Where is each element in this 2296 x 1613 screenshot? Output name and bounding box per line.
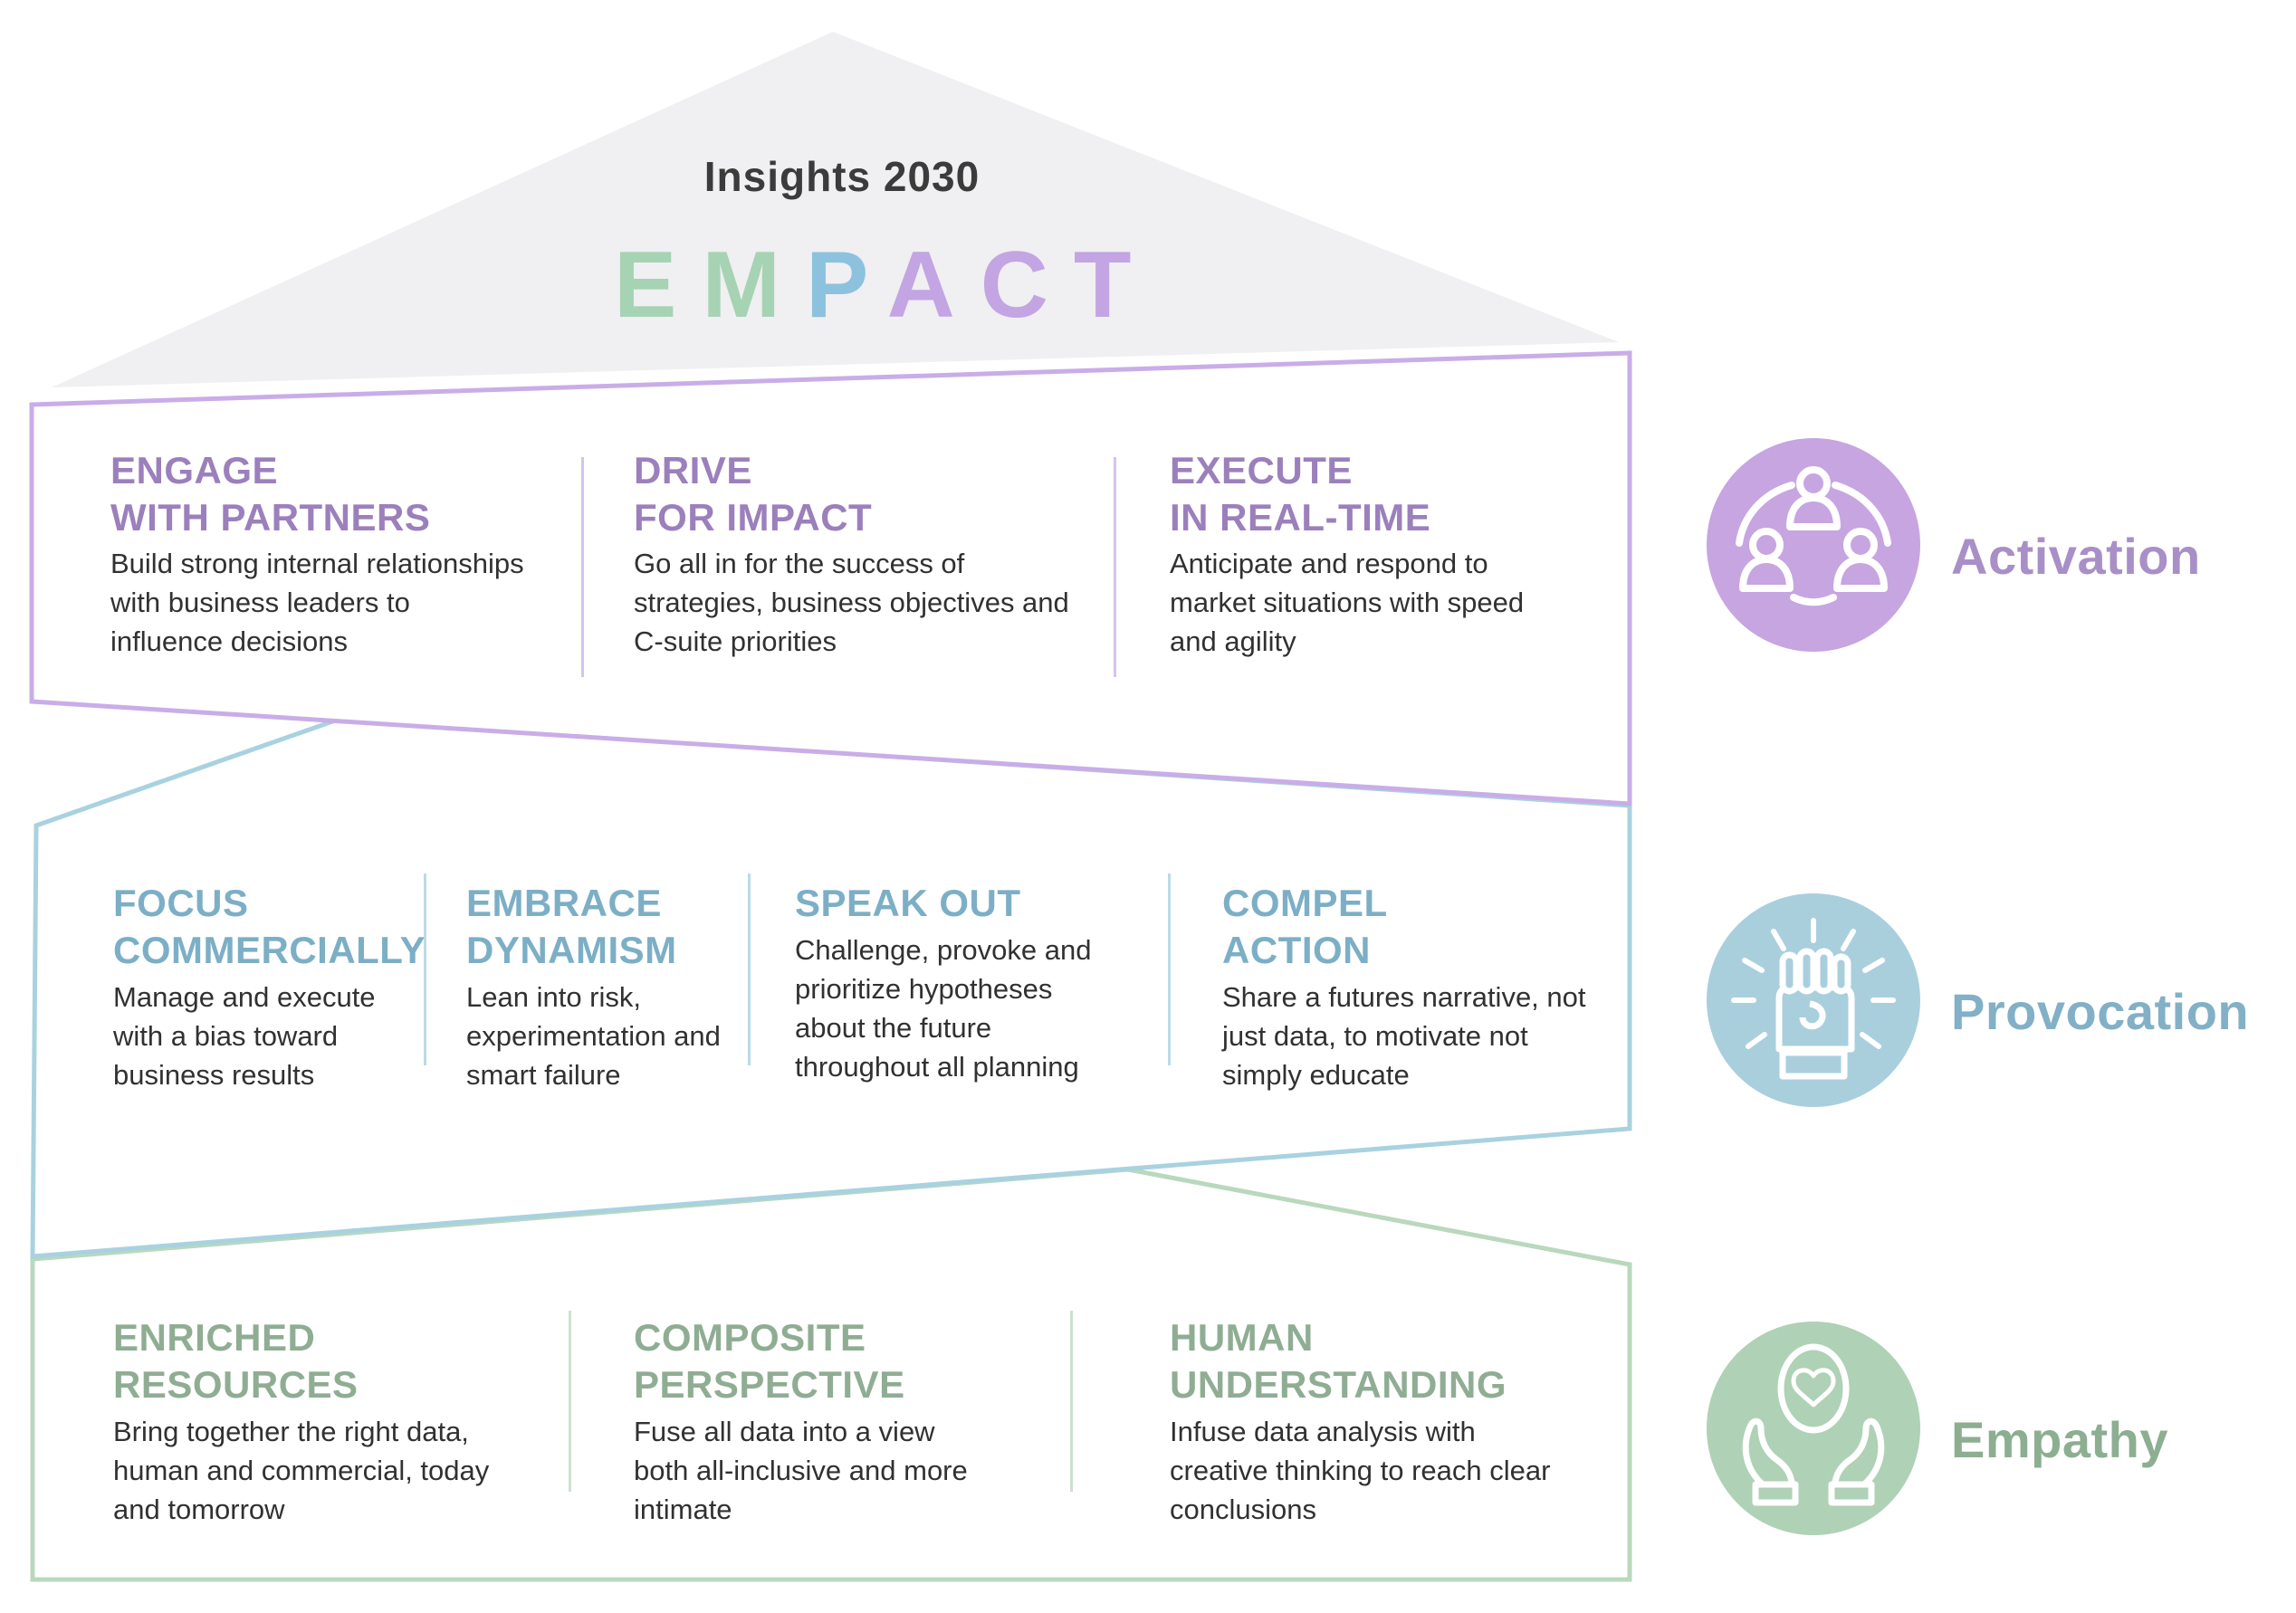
pillar-body: Go all in for the success of strategies,…	[634, 548, 1069, 657]
pillar-execute-in-real-time: EXECUTE IN REAL-TIME Anticipate and resp…	[1170, 447, 1586, 657]
pillar-speak-out: SPEAK OUT Challenge, provoke and priorit…	[795, 880, 1139, 1083]
column-divider	[569, 1311, 571, 1492]
pillar-body: Fuse all data into a view both all-inclu…	[634, 1416, 968, 1525]
pillar-heading: EXECUTE IN REAL-TIME	[1170, 449, 1431, 539]
pillar-heading: ENGAGE WITH PARTNERS	[110, 449, 431, 539]
column-divider	[1070, 1311, 1073, 1492]
pillar-compel-action: COMPEL ACTION Share a futures narrative,…	[1222, 880, 1612, 1091]
pillar-heading: SPEAK OUT	[795, 882, 1021, 924]
pillar-drive-for-impact: DRIVE FOR IMPACT Go all in for the succe…	[634, 447, 1095, 657]
column-divider	[1168, 873, 1171, 1065]
provocation-band-outline	[30, 717, 1632, 1259]
activation-band-outline	[29, 350, 1632, 806]
column-divider	[748, 873, 751, 1065]
wordmark-letter: A	[886, 233, 981, 338]
pillar-body: Bring together the right data, human and…	[113, 1416, 490, 1525]
wordmark-letter: T	[1073, 233, 1157, 338]
pillar-body: Infuse data analysis with creative think…	[1170, 1416, 1551, 1525]
column-divider	[424, 873, 426, 1065]
pillar-body: Manage and execute with a bias toward bu…	[113, 981, 376, 1091]
wordmark-letter: C	[980, 233, 1074, 338]
tier-label-empathy: Empathy	[1951, 1411, 2168, 1468]
pillar-heading: COMPEL ACTION	[1222, 882, 1388, 971]
wordmark-letter: P	[806, 233, 887, 338]
column-divider	[581, 457, 584, 677]
pillar-human-understanding: HUMAN UNDERSTANDING Infuse data analysis…	[1170, 1314, 1586, 1525]
pillar-engage-with-partners: ENGAGE WITH PARTNERS Build strong intern…	[110, 447, 563, 657]
column-divider	[1114, 457, 1116, 677]
pillar-embrace-dynamism: EMBRACE DYNAMISM Lean into risk, experim…	[466, 880, 747, 1091]
pillar-heading: EMBRACE DYNAMISM	[466, 882, 677, 971]
tier-label-activation: Activation	[1951, 528, 2201, 585]
pillar-heading: COMPOSITE PERSPECTIVE	[634, 1316, 905, 1406]
pillar-heading: DRIVE FOR IMPACT	[634, 449, 873, 539]
pillar-body: Anticipate and respond to market situati…	[1170, 548, 1525, 657]
people-network-icon	[1707, 438, 1920, 652]
empact-wordmark: EMPACT	[614, 232, 1157, 339]
wordmark-letter: M	[702, 233, 807, 338]
raised-fist-icon	[1707, 893, 1920, 1107]
pillar-body: Share a futures narrative, not just data…	[1222, 981, 1586, 1091]
pillar-heading: FOCUS COMMERCIALLY	[113, 882, 426, 971]
hands-heart-icon	[1707, 1322, 1920, 1535]
pillar-body: Challenge, provoke and prioritize hypoth…	[795, 934, 1092, 1083]
pillar-composite-perspective: COMPOSITE PERSPECTIVE Fuse all data into…	[634, 1314, 1050, 1525]
pillar-focus-commercially: FOCUS COMMERCIALLY Manage and execute wi…	[113, 880, 426, 1091]
pillar-heading: HUMAN UNDERSTANDING	[1170, 1316, 1507, 1406]
pillar-enriched-resources: ENRICHED RESOURCES Bring together the ri…	[113, 1314, 548, 1525]
diagram-title: Insights 2030	[703, 153, 981, 200]
pillar-body: Build strong internal relationships with…	[110, 548, 524, 657]
pillar-body: Lean into risk, experimentation and smar…	[466, 981, 721, 1091]
pillar-heading: ENRICHED RESOURCES	[113, 1316, 359, 1406]
roof-triangle	[52, 32, 1619, 387]
tier-label-provocation: Provocation	[1951, 983, 2250, 1040]
wordmark-letter: E	[614, 233, 703, 338]
